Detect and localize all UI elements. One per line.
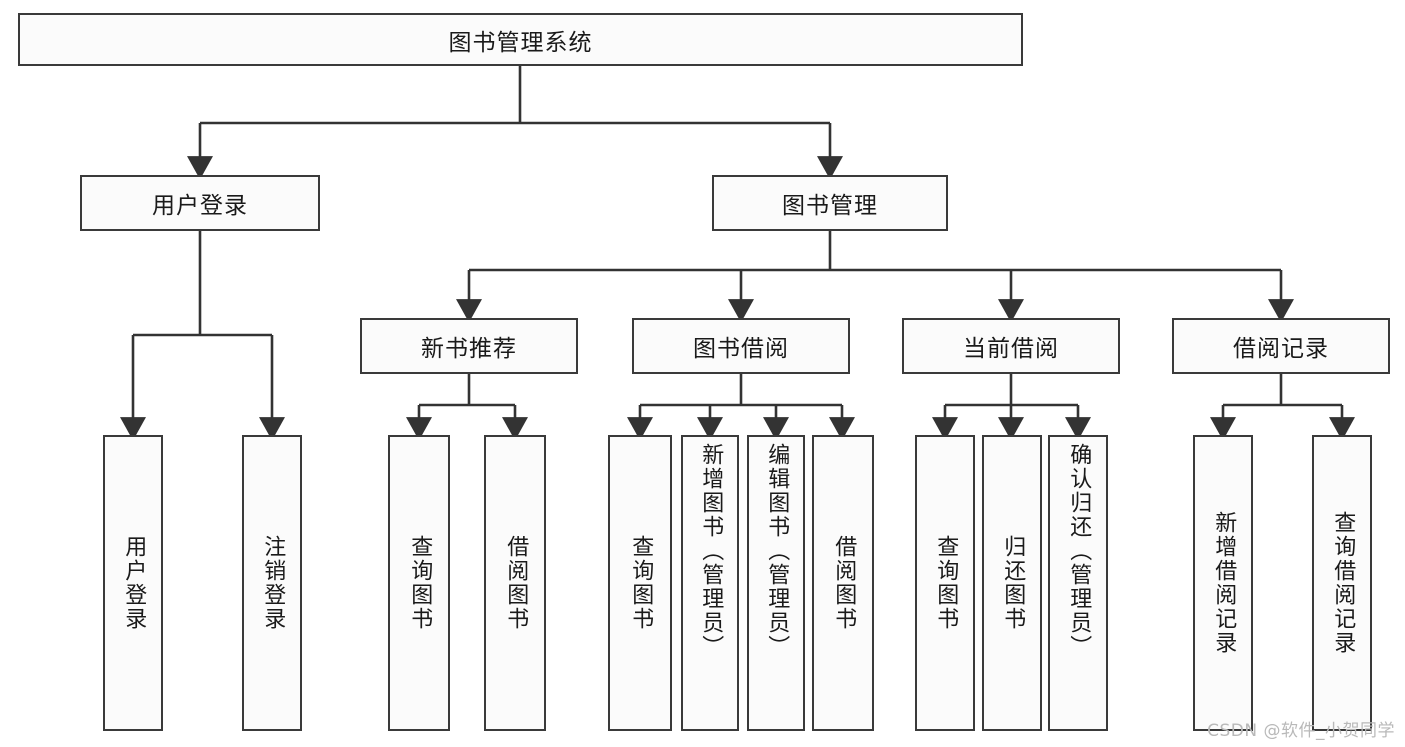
leaf-label: 查询图书 (407, 535, 433, 631)
node-user-login-label: 用户登录 (152, 193, 248, 219)
node-root[interactable]: 图书管理系统 (18, 13, 1023, 66)
leaf-book-borrow-add[interactable]: 新增图书（管理员） (681, 435, 739, 731)
leaf-user-login-logout[interactable]: 注销登录 (242, 435, 302, 731)
node-root-label: 图书管理系统 (448, 29, 593, 56)
leaf-label: 新增借阅记录 (1211, 511, 1237, 655)
node-book-management[interactable]: 图书管理 (712, 175, 948, 231)
node-new-book-recommend-label: 新书推荐 (421, 336, 517, 362)
leaf-book-borrow-edit[interactable]: 编辑图书（管理员） (747, 435, 805, 731)
node-book-borrow[interactable]: 图书借阅 (632, 318, 850, 374)
leaf-borrow-record-query[interactable]: 查询借阅记录 (1312, 435, 1372, 731)
leaf-book-borrow-query[interactable]: 查询图书 (608, 435, 672, 731)
node-new-book-recommend[interactable]: 新书推荐 (360, 318, 578, 374)
leaf-label: 归还图书 (1000, 535, 1026, 631)
leaf-user-login-login[interactable]: 用户登录 (103, 435, 163, 731)
node-current-borrow-label: 当前借阅 (963, 336, 1059, 362)
leaf-label: 新增图书（管理员） (698, 443, 724, 659)
leaf-new-book-borrow[interactable]: 借阅图书 (484, 435, 546, 731)
leaf-borrow-record-add[interactable]: 新增借阅记录 (1193, 435, 1253, 731)
node-current-borrow[interactable]: 当前借阅 (902, 318, 1120, 374)
node-book-borrow-label: 图书借阅 (693, 336, 789, 362)
leaf-book-borrow-borrow[interactable]: 借阅图书 (812, 435, 874, 731)
node-user-login[interactable]: 用户登录 (80, 175, 320, 231)
leaf-label: 查询图书 (628, 535, 654, 631)
leaf-current-borrow-return[interactable]: 归还图书 (982, 435, 1042, 731)
leaf-label: 用户登录 (121, 535, 147, 631)
leaf-label: 查询图书 (933, 535, 959, 631)
leaf-label: 借阅图书 (503, 535, 529, 631)
leaf-label: 注销登录 (260, 535, 286, 631)
leaf-label: 确认归还（管理员） (1066, 443, 1092, 659)
node-borrow-record[interactable]: 借阅记录 (1172, 318, 1390, 374)
leaf-label: 查询借阅记录 (1330, 511, 1356, 655)
csdn-watermark: CSDN @软件_小贺同学 (1207, 721, 1395, 741)
node-borrow-record-label: 借阅记录 (1233, 336, 1329, 362)
leaf-new-book-query[interactable]: 查询图书 (388, 435, 450, 731)
node-book-management-label: 图书管理 (782, 193, 878, 219)
leaf-label: 借阅图书 (831, 535, 857, 631)
leaf-current-borrow-confirm-return[interactable]: 确认归还（管理员） (1048, 435, 1108, 731)
leaf-label: 编辑图书（管理员） (764, 443, 790, 659)
leaf-current-borrow-query[interactable]: 查询图书 (915, 435, 975, 731)
